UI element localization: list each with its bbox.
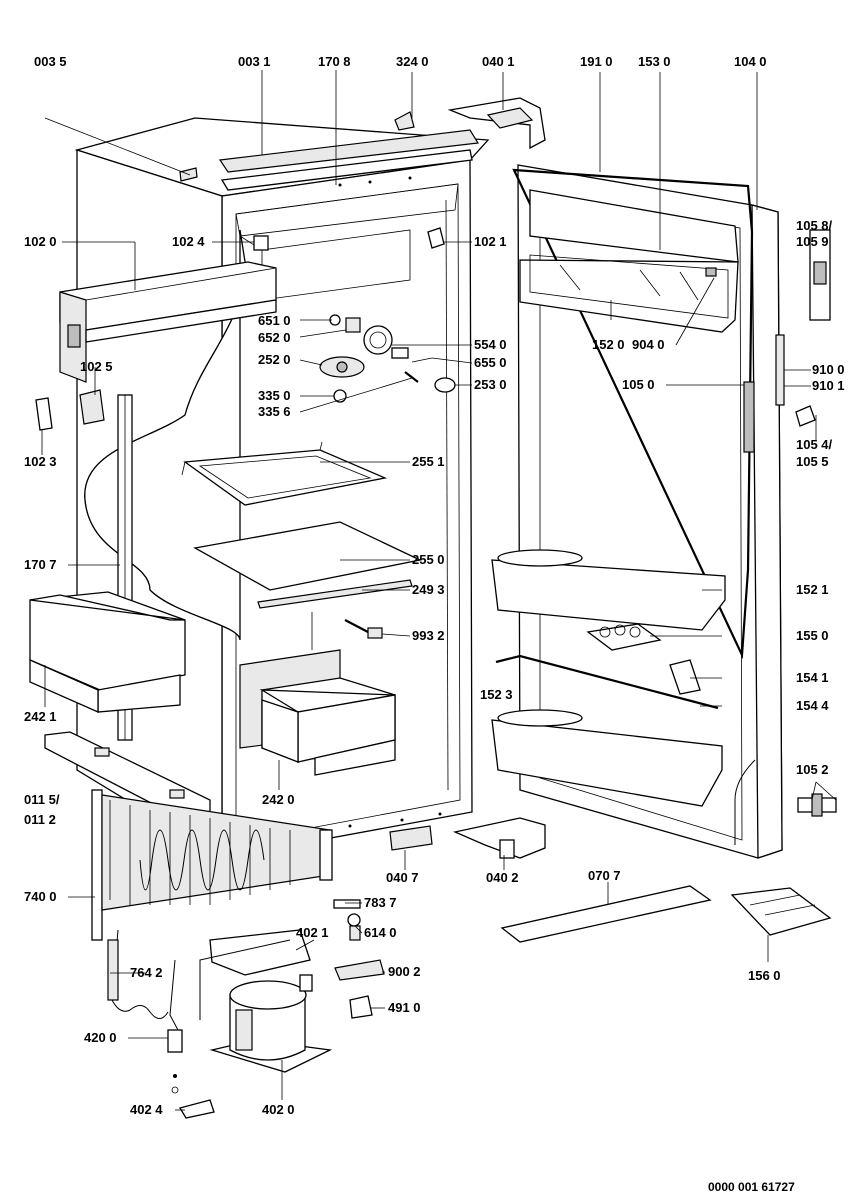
bracket-1054 (795, 405, 816, 427)
label-9100: 910 0 (812, 362, 845, 377)
bottom-rail (44, 731, 211, 819)
label-3356: 335 6 (258, 404, 291, 419)
bracket-1024 (253, 235, 269, 251)
label-1521: 152 1 (796, 582, 829, 597)
door-bin-lower (491, 709, 723, 807)
label-9101: 910 1 (812, 378, 845, 393)
door-bin-upper (491, 549, 726, 631)
label-1059: 105 9 (796, 234, 829, 249)
label-7642: 764 2 (130, 965, 163, 980)
hinge-1052 (797, 793, 837, 817)
strip-2493 (257, 579, 413, 609)
label-2550: 255 0 (412, 552, 445, 567)
sensor-probe (344, 619, 383, 639)
label-0031: 003 1 (238, 54, 271, 69)
hinge-bottom (452, 817, 546, 859)
label-1054: 105 4/ (796, 437, 833, 452)
ice-tray (730, 887, 832, 936)
label-4200: 420 0 (84, 1030, 117, 1045)
label-1523: 152 3 (480, 687, 513, 702)
label-1708: 170 8 (318, 54, 351, 69)
bracket-1058 (809, 229, 831, 321)
thermostat-assembly (319, 314, 456, 403)
condenser-coil (91, 789, 333, 941)
capillary-and-drier (107, 929, 215, 1119)
label-6140: 614 0 (364, 925, 397, 940)
label-1520: 152 0 (592, 337, 625, 352)
label-3350: 335 0 (258, 388, 291, 403)
label-0402: 040 2 (486, 870, 519, 885)
label-2421: 242 1 (24, 709, 57, 724)
small-parts-right (333, 825, 433, 1019)
label-1707: 170 7 (24, 557, 57, 572)
label-9002: 900 2 (388, 964, 421, 979)
label-3240: 324 0 (396, 54, 429, 69)
label-6520: 652 0 (258, 330, 291, 345)
label-2493: 249 3 (412, 582, 445, 597)
strip-0707 (500, 885, 712, 943)
label-1560: 156 0 (748, 968, 781, 983)
label-0407: 040 7 (386, 870, 419, 885)
label-1025: 102 5 (80, 359, 113, 374)
compressor (199, 929, 333, 1073)
label-7837: 783 7 (364, 895, 397, 910)
label-9932: 993 2 (412, 628, 445, 643)
label-1058: 105 8/ (796, 218, 833, 233)
label-2520: 252 0 (258, 352, 291, 367)
label-6510: 651 0 (258, 313, 291, 328)
label-1040: 104 0 (734, 54, 767, 69)
label-4024: 402 4 (130, 1102, 163, 1117)
label-0115: 011 5/ (24, 792, 60, 807)
label-1530: 153 0 (638, 54, 671, 69)
shelf-2550 (193, 521, 423, 591)
label-4021: 402 1 (296, 925, 329, 940)
label-1910: 191 0 (580, 54, 613, 69)
bar-910 (775, 334, 785, 406)
label-1052: 105 2 (796, 762, 829, 777)
label-5540: 554 0 (474, 337, 507, 352)
glass-shelf (181, 441, 388, 506)
door-bar-1544 (495, 654, 719, 710)
label-0035: 003 5 (34, 54, 67, 69)
label-1050: 105 0 (622, 377, 655, 392)
bracket-1023 (35, 397, 53, 431)
document-number: 0000 001 61727 (708, 1180, 795, 1194)
label-2530: 253 0 (474, 377, 507, 392)
label-2551: 255 1 (412, 454, 445, 469)
bracket-1021 (427, 227, 445, 249)
label-4020: 402 0 (262, 1102, 295, 1117)
crisper-drawer-left (29, 591, 186, 713)
door (517, 164, 783, 859)
label-1023: 102 3 (24, 454, 57, 469)
part-labels: 003 5 003 1 170 8 324 0 040 1 191 0 153 … (24, 54, 845, 1194)
label-6550: 655 0 (474, 355, 507, 370)
label-0401: 040 1 (482, 54, 515, 69)
label-0707: 070 7 (588, 868, 621, 883)
cover-plate (59, 261, 277, 383)
label-1055: 105 5 (796, 454, 829, 469)
bracket-1025 (79, 389, 105, 425)
door-compartment (519, 189, 739, 333)
label-2420: 242 0 (262, 792, 295, 807)
label-1020: 102 0 (24, 234, 57, 249)
crisper-drawer-center (259, 677, 396, 776)
label-1550: 155 0 (796, 628, 829, 643)
leader-lines (41, 70, 837, 1111)
label-4910: 491 0 (388, 1000, 421, 1015)
label-1541: 154 1 (796, 670, 829, 685)
top-rails (179, 97, 546, 191)
label-9040: 904 0 (632, 337, 665, 352)
label-1544: 154 4 (796, 698, 829, 713)
label-1024: 102 4 (172, 234, 205, 249)
hinge-pin (743, 381, 755, 453)
label-1021: 102 1 (474, 234, 507, 249)
egg-tray (586, 623, 662, 651)
label-7400: 740 0 (24, 889, 57, 904)
label-0112: 011 2 (24, 812, 56, 827)
